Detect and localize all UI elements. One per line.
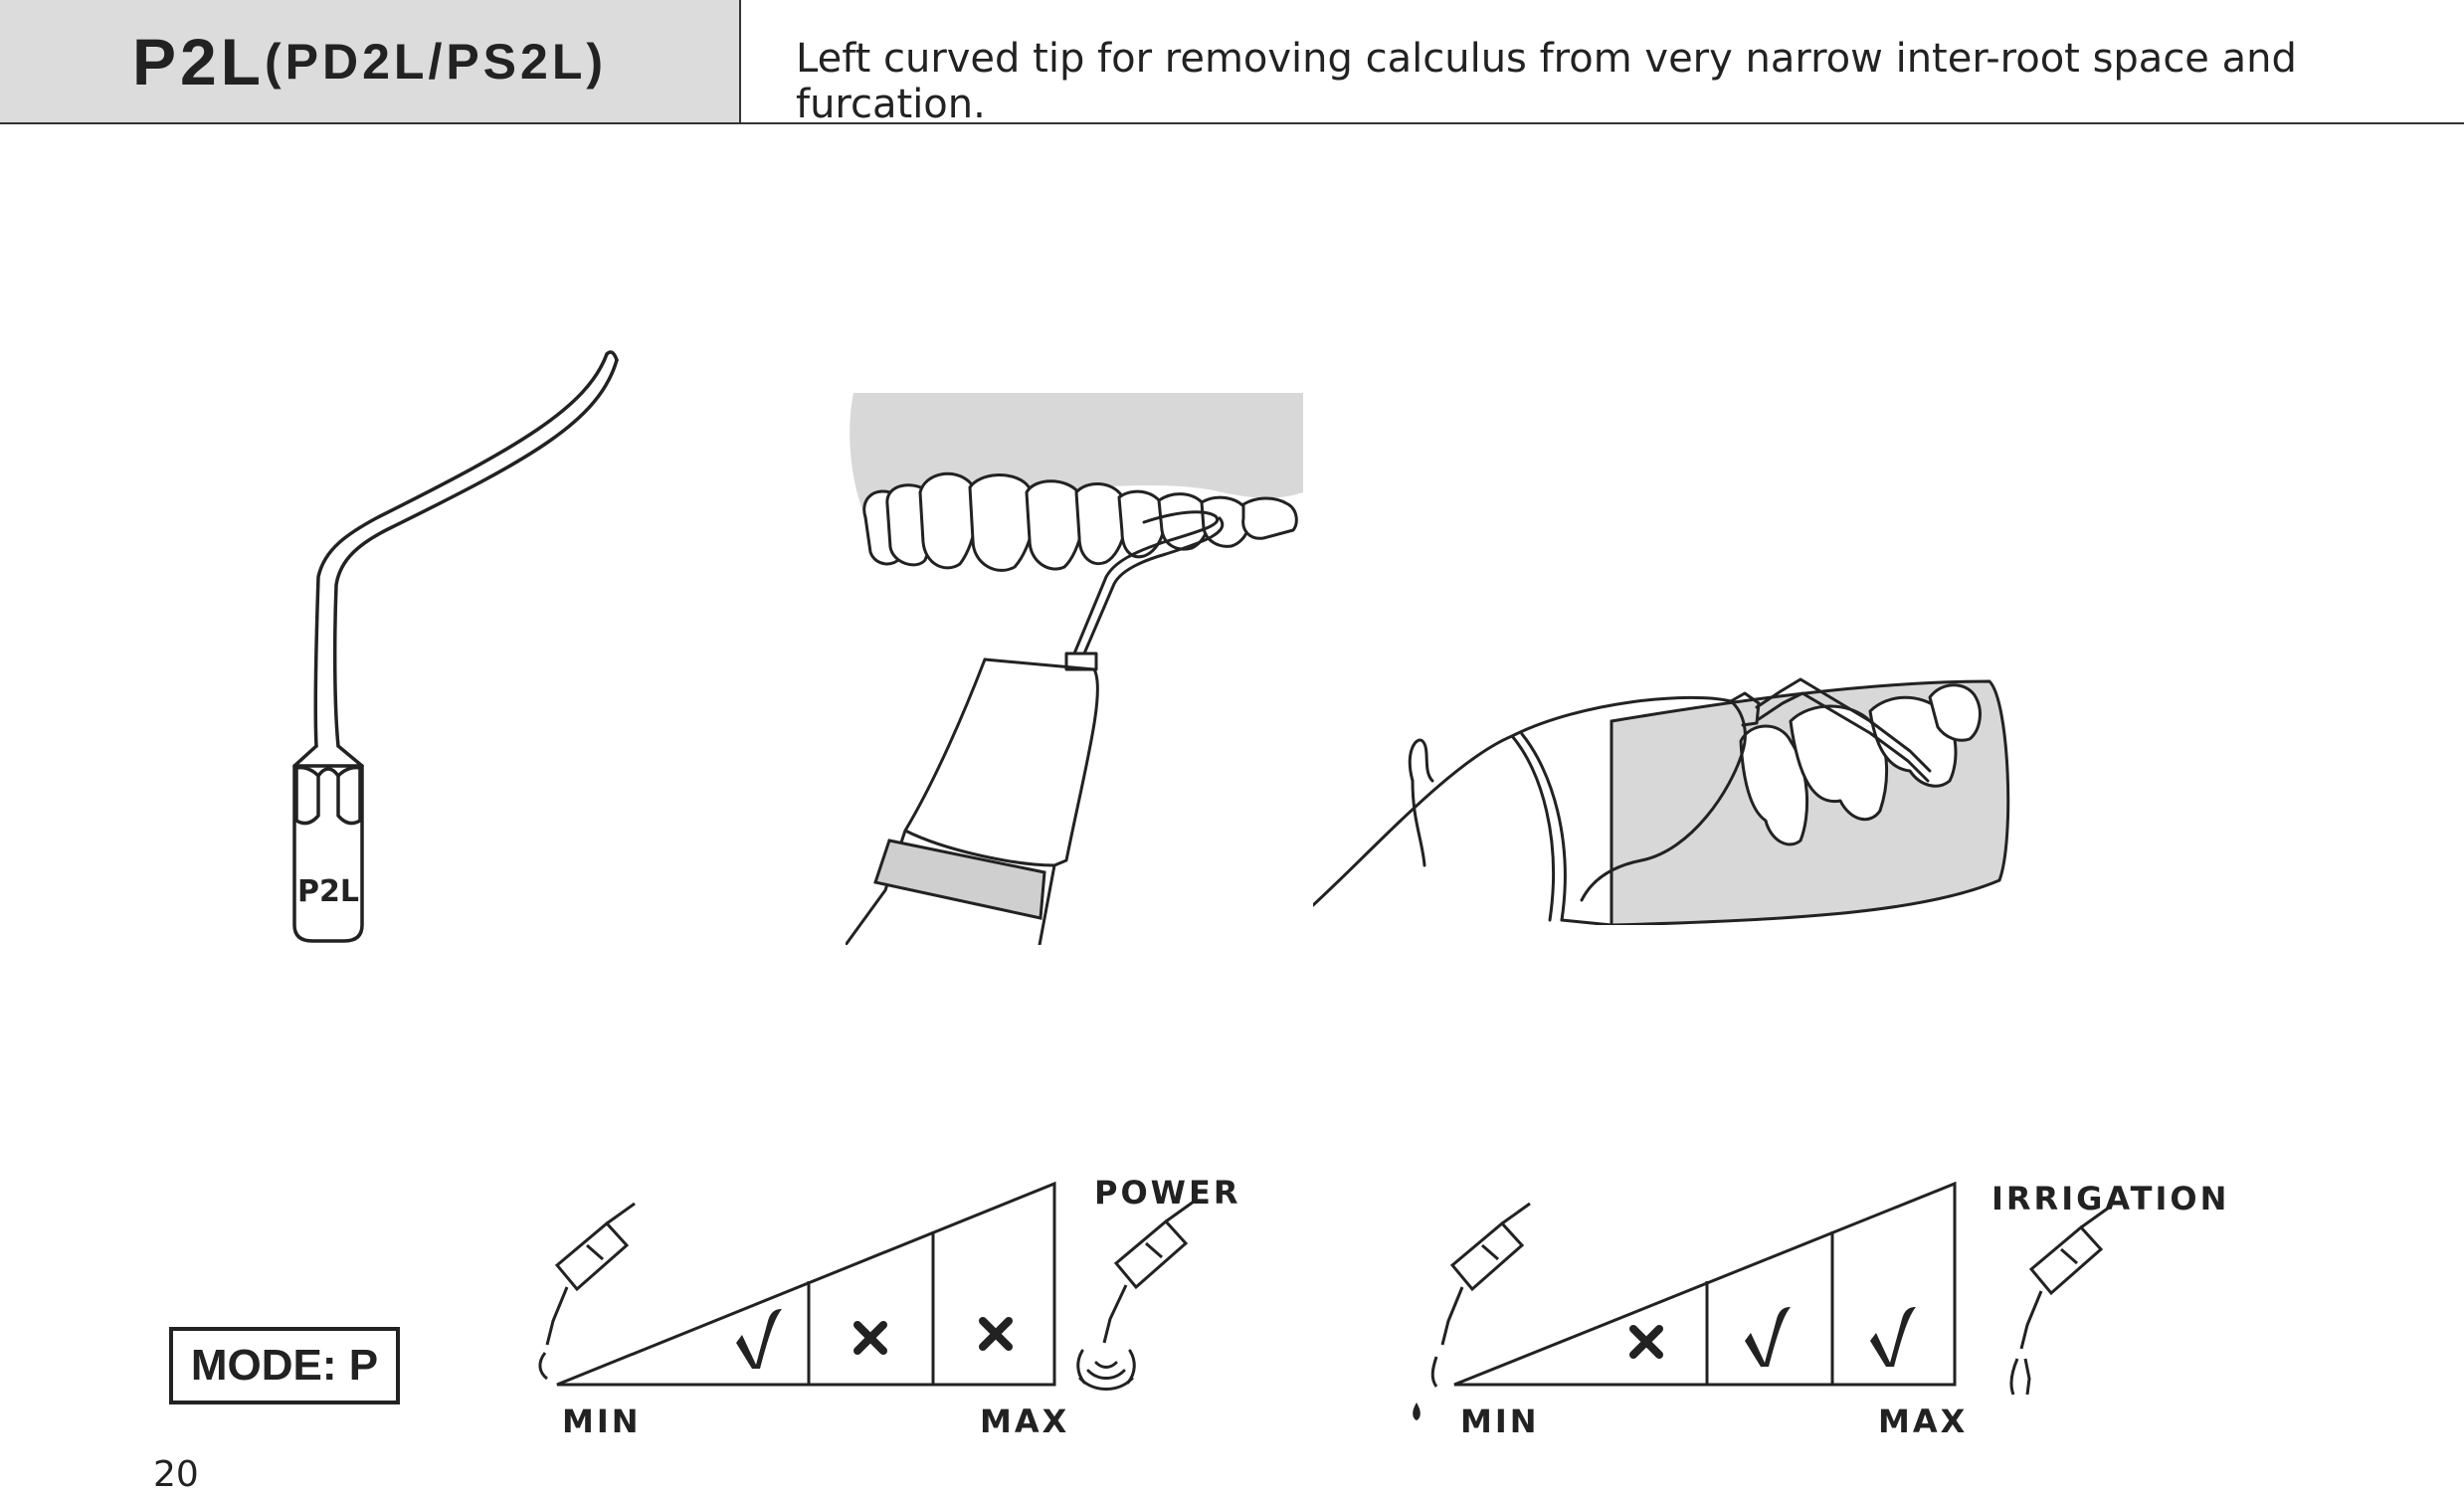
irrigation-min-label: MIN: [1460, 1402, 1540, 1440]
power-max-label: MAX: [980, 1402, 1070, 1440]
power-scale-title: POWER: [1094, 1174, 1241, 1212]
power-scale: [538, 1181, 1195, 1391]
model-variants: (PD2L/PS2L): [264, 33, 608, 90]
model-title-box: P2L (PD2L/PS2L): [0, 0, 741, 122]
irrigation-scale-title: IRRIGATION: [1991, 1180, 2230, 1217]
page-header: P2L (PD2L/PS2L) Left curved tip for remo…: [0, 0, 2464, 127]
handpiece-min-power-icon: [538, 1202, 636, 1381]
power-level-1-check-icon: [736, 1309, 782, 1369]
irrigation-level-3-check-icon: [1870, 1307, 1916, 1367]
tip-description: Left curved tip for removing calculus fr…: [796, 36, 2297, 127]
vibration-icon: [1076, 1349, 1136, 1391]
power-min-label: MIN: [562, 1402, 642, 1440]
irrigation-scale: [1413, 1181, 2110, 1420]
water-drop-icon: [1413, 1356, 1438, 1420]
handpiece-max-water-icon: [2009, 1206, 2110, 1396]
handpiece-min-water-icon: [1440, 1202, 1531, 1346]
model-name: P2L: [131, 24, 265, 98]
front-teeth-scaling-icon: [846, 393, 1303, 945]
power-level-3-cross-icon: [979, 1317, 1013, 1351]
tip-engraving: P2L: [297, 874, 359, 909]
irrigation-max-label: MAX: [1878, 1402, 1969, 1440]
molar-scaling-icon: [1313, 677, 2010, 925]
scaler-tip-icon: P2L: [292, 350, 619, 943]
irrigation-level-2-check-icon: [1745, 1307, 1791, 1367]
mode-badge: MODE: P: [169, 1327, 400, 1404]
handpiece-max-power-icon: [1102, 1200, 1195, 1344]
page-number: 20: [153, 1454, 199, 1495]
power-level-2-cross-icon: [853, 1321, 887, 1355]
irrigation-level-1-cross-icon: [1629, 1325, 1663, 1359]
